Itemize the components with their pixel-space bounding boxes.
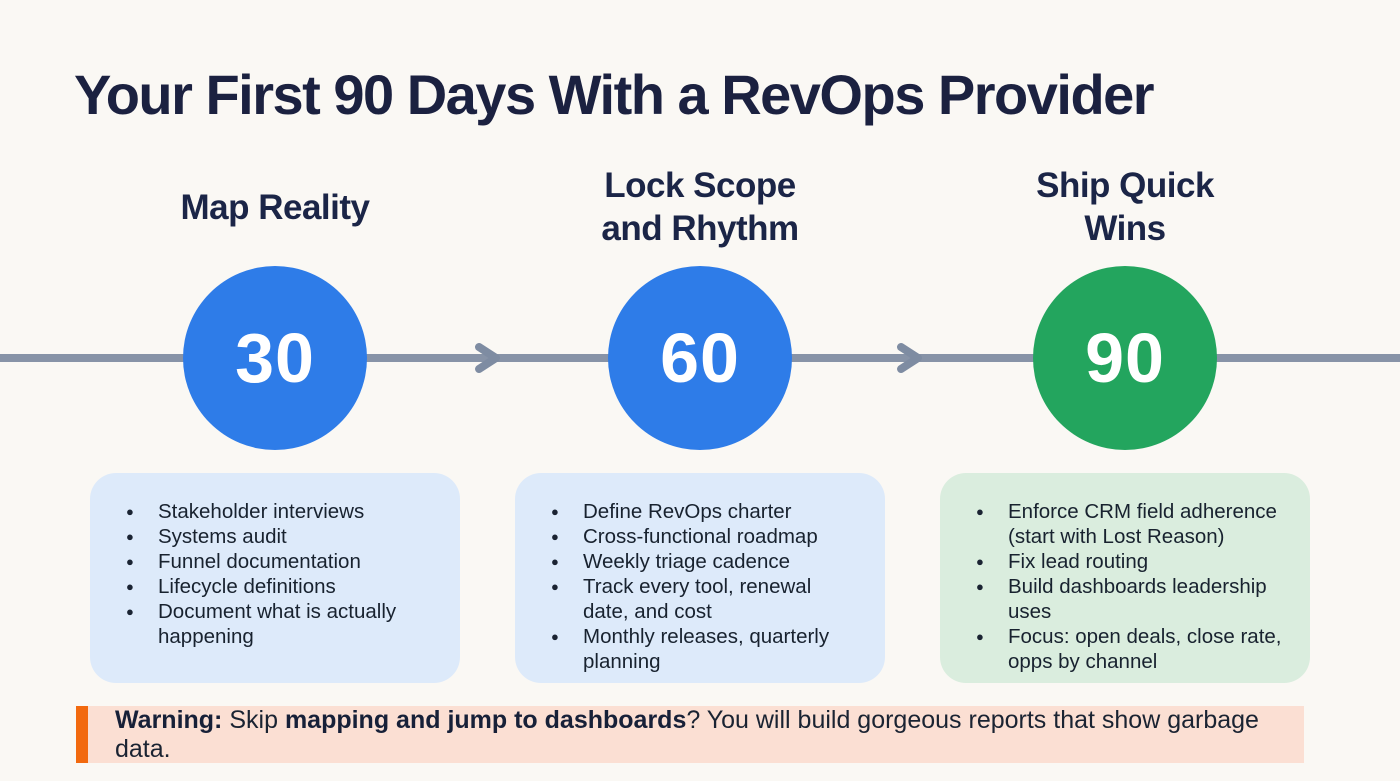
day-circle-30: 30 <box>183 266 367 450</box>
bullet-icon: ● <box>976 504 984 519</box>
list-item: ● Monthly releases, quarterly planning <box>551 624 863 674</box>
day-circle-60: 60 <box>608 266 792 450</box>
column-day-30: Map Reality 30 ● Stakeholder interviews ● S… <box>90 0 460 781</box>
warning-text: Warning: Skip mapping and jump to dashbo… <box>115 705 1259 763</box>
list-item-text: Systems audit <box>158 525 287 548</box>
list-item-text: Build dashboards leadership uses <box>1008 575 1267 623</box>
day-number: 30 <box>235 319 315 397</box>
bullet-icon: ● <box>126 604 134 619</box>
bullet-icon: ● <box>126 579 134 594</box>
warning-accent-bar <box>76 706 88 763</box>
list-item-text: Enforce CRM field adherence (start with … <box>1008 500 1277 548</box>
list-item: ● Build dashboards leadership uses <box>976 574 1288 624</box>
task-list: ● Stakeholder interviews ● Systems audit ● Fu… <box>126 499 438 649</box>
bullet-icon: ● <box>126 529 134 544</box>
bullet-icon: ● <box>976 579 984 594</box>
day-number: 60 <box>660 319 740 397</box>
list-item: ● Systems audit <box>126 524 438 549</box>
arrow-right-icon <box>475 343 500 373</box>
list-item: ● Document what is actually happening <box>126 599 438 649</box>
task-list: ● Enforce CRM field adherence (start with… <box>976 499 1288 674</box>
list-item-text: Cross-functional roadmap <box>583 525 818 548</box>
bullet-icon: ● <box>551 504 559 519</box>
list-item: ● Funnel documentation <box>126 549 438 574</box>
task-list: ● Define RevOps charter ● Cross-functional … <box>551 499 863 674</box>
list-item: ● Fix lead routing <box>976 549 1288 574</box>
column-day-90: Ship Quick Wins 90 ● Enforce CRM field ad… <box>940 0 1310 781</box>
list-item: ● Enforce CRM field adherence (start with… <box>976 499 1288 549</box>
warning-banner: Warning: Skip mapping and jump to dashbo… <box>76 705 1304 763</box>
list-item: ● Weekly triage cadence <box>551 549 863 574</box>
list-item-text: Lifecycle definitions <box>158 575 336 598</box>
list-item: ● Stakeholder interviews <box>126 499 438 524</box>
list-item-text: Funnel documentation <box>158 550 361 573</box>
list-item: ● Lifecycle definitions <box>126 574 438 599</box>
page-title: Your First 90 Days With a RevOps Provide… <box>74 63 1155 126</box>
column-day-60: Lock Scope and Rhythm 60 ● Define RevOps … <box>515 0 885 781</box>
column-title: Ship Quick Wins <box>1036 166 1214 248</box>
task-card: ● Define RevOps charter ● Cross-functional … <box>515 473 885 683</box>
list-item-text: Weekly triage cadence <box>583 550 791 573</box>
day-circle-90: 90 <box>1033 266 1217 450</box>
bullet-icon: ● <box>976 629 984 644</box>
list-item: ● Cross-functional roadmap <box>551 524 863 549</box>
bullet-icon: ● <box>551 629 559 644</box>
bullet-icon: ● <box>976 554 984 569</box>
column-title: Map Reality <box>180 187 371 227</box>
bullet-icon: ● <box>551 579 559 594</box>
arrow-right-icon <box>897 343 922 373</box>
list-item: ● Define RevOps charter <box>551 499 863 524</box>
task-card: ● Enforce CRM field adherence (start with… <box>940 473 1310 683</box>
list-item-text: Stakeholder interviews <box>158 500 365 523</box>
day-number: 90 <box>1085 319 1165 397</box>
column-title: Lock Scope and Rhythm <box>601 166 799 248</box>
list-item-text: Fix lead routing <box>1008 550 1149 573</box>
bullet-icon: ● <box>126 554 134 569</box>
bullet-icon: ● <box>551 529 559 544</box>
list-item-text: Track every tool, renewal date, and cost <box>583 575 812 623</box>
list-item: ● Track every tool, renewal date, and cos… <box>551 574 863 624</box>
task-card: ● Stakeholder interviews ● Systems audit ● Fu… <box>90 473 460 683</box>
list-item-text: Define RevOps charter <box>583 500 792 523</box>
bullet-icon: ● <box>126 504 134 519</box>
list-item: ● Focus: open deals, close rate, opps by … <box>976 624 1288 674</box>
list-item-text: Document what is actually happening <box>158 600 397 648</box>
list-item-text: Monthly releases, quarterly planning <box>583 625 830 673</box>
list-item-text: Focus: open deals, close rate, opps by c… <box>1008 625 1282 673</box>
bullet-icon: ● <box>551 554 559 569</box>
